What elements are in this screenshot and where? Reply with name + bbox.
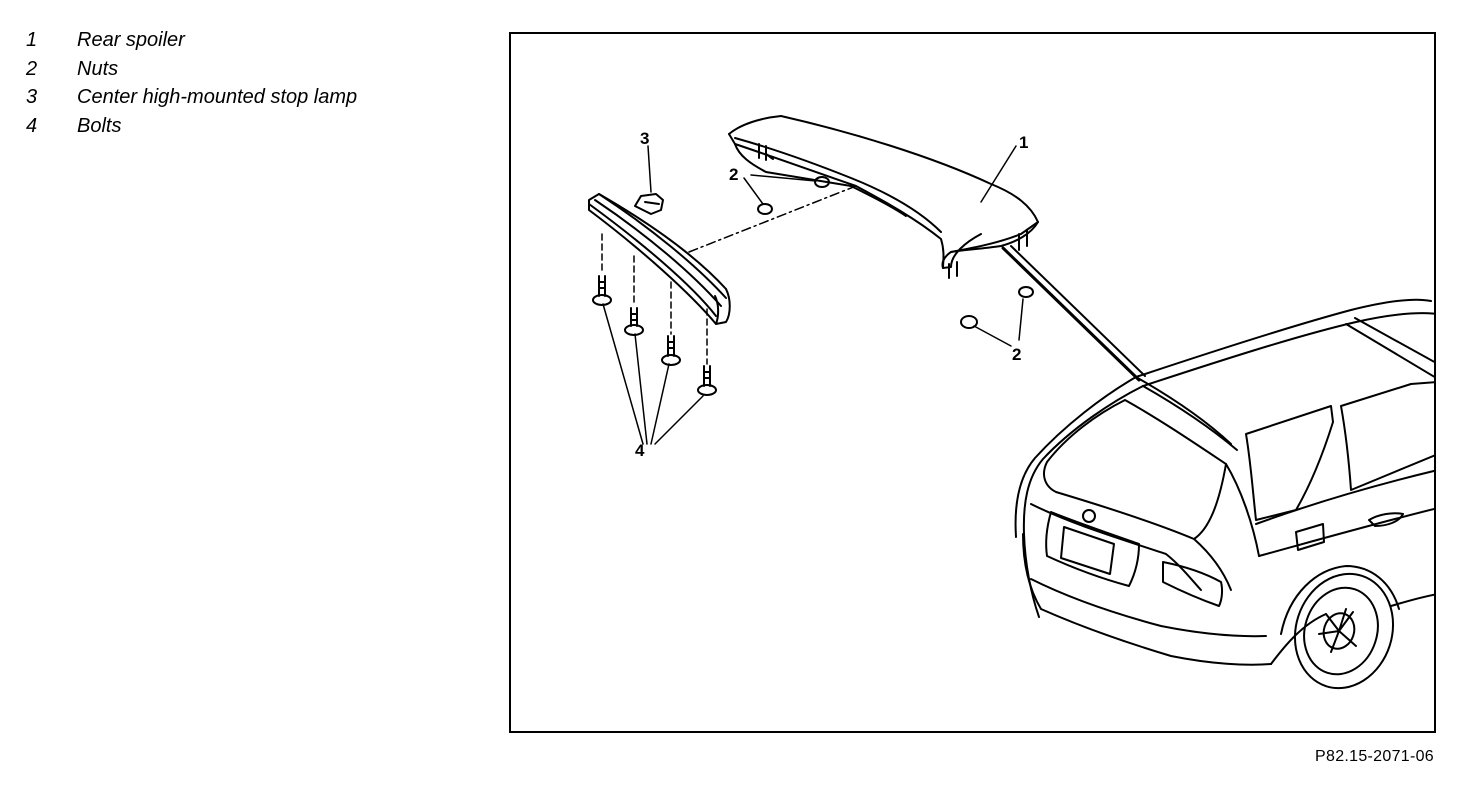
exploded-view-drawing: 1 2 2 3 4 (588, 115, 1434, 690)
legend-label: Center high-mounted stop lamp (77, 86, 358, 109)
legend-number: 2 (26, 57, 38, 80)
legend-label: Nuts (77, 57, 119, 80)
callout-stop-lamp: 3 (640, 129, 649, 148)
nuts (757, 176, 1034, 329)
legend-number: 4 (26, 115, 38, 138)
callout-spoiler: 1 (1019, 133, 1028, 152)
bolts (592, 275, 717, 396)
exploded-view-figure: 1 2 2 3 4 (509, 32, 1436, 733)
legend-number: 1 (26, 29, 38, 51)
callout-bolts: 4 (635, 441, 645, 460)
callout-nuts-upper: 2 (729, 165, 738, 184)
car-body (1014, 298, 1434, 690)
legend-label: Rear spoiler (77, 29, 185, 51)
leader-lines (601, 145, 1146, 445)
stop-lamp (588, 193, 731, 325)
callout-nuts-lower: 2 (1012, 345, 1021, 364)
legend-label: Bolts (77, 115, 122, 138)
legend-number: 3 (26, 86, 38, 109)
rear-spoiler (728, 115, 1039, 279)
figure-id: P82.15-2071-06 (1315, 748, 1434, 765)
